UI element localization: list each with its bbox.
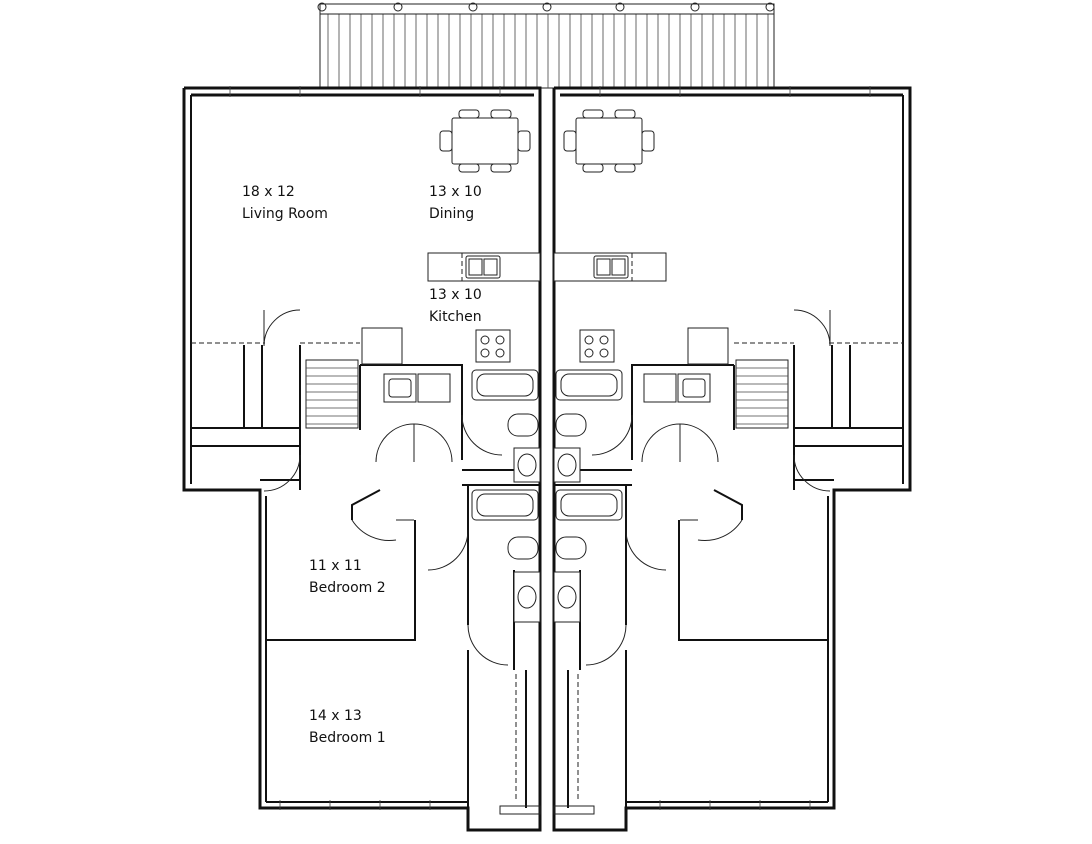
bedroom-2-size: 11 x 11 [309,558,362,574]
party-wall [539,88,555,830]
bedroom-2-name: Bedroom 2 [309,580,386,596]
dining-table-right [563,109,655,173]
laundry-right [643,373,711,403]
deck-posts [317,2,775,12]
kitchen-size: 13 x 10 [429,287,482,303]
windows [229,86,871,810]
living-room-name: Living Room [242,206,328,222]
dining-name: Dining [429,206,474,222]
stairs-left [306,367,358,425]
kitchen-left [361,252,541,365]
dining-table-left [439,109,531,173]
bathrooms [471,369,623,623]
living-room-size: 18 x 12 [242,184,295,200]
bedroom-1-name: Bedroom 1 [309,730,386,746]
room-labels: 18 x 12 Living Room 13 x 10 Dining 13 x … [242,184,482,746]
bedroom-1-size: 14 x 13 [309,708,362,724]
kitchen-name: Kitchen [429,309,482,325]
deck [317,2,775,89]
kitchen-right [553,252,729,365]
doors [263,309,831,666]
dining-size: 13 x 10 [429,184,482,200]
interior-walls-right [554,342,903,808]
closets [499,674,595,815]
laundry-left [383,373,451,403]
stairs-right [736,367,788,425]
deck-slats [327,14,769,88]
